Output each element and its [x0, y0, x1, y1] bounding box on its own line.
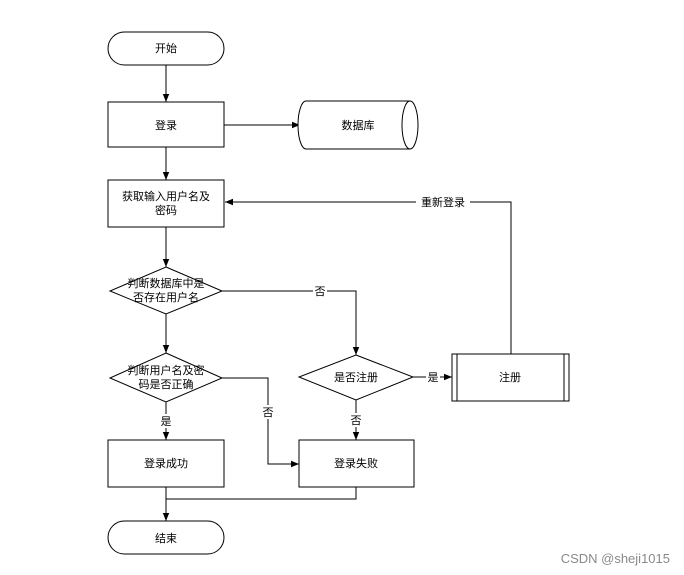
edge-fail-end: [166, 487, 357, 500]
login-box: [107, 101, 225, 148]
watermark: CSDN @sheji1015: [560, 551, 670, 566]
edge-label-relogin: 重新登录: [421, 195, 465, 209]
fail-box: [298, 439, 415, 488]
get-input-box: [107, 179, 225, 228]
edge-label-reg-yes: 是: [428, 371, 439, 384]
edge-label-pwd-yes: 是: [161, 415, 172, 428]
edge-label-bg-reg-no: [349, 413, 363, 427]
fail-label: 登录失败: [334, 456, 378, 470]
edge-label-bg-pwd-no: [261, 405, 275, 419]
register-box: [451, 353, 570, 402]
database-cylinder-edge: [401, 100, 411, 150]
login-label: 登录: [155, 118, 177, 132]
register-label: 注册: [499, 370, 521, 384]
check-user-diamond: [108, 266, 224, 315]
edge-label-bg-reg-yes: [426, 370, 440, 384]
edge-label-user-no: 否: [315, 285, 326, 298]
database-label: 数据库: [342, 118, 375, 132]
edge-checkuser-no: [222, 290, 360, 355]
edge-label-pwd-no: 否: [263, 406, 274, 419]
start-label: 开始: [155, 41, 177, 55]
edge-label-bg-relogin: [416, 195, 470, 209]
check-password-label-line2: 码是否正确: [139, 378, 194, 391]
get-input-label-line2: 密码: [155, 203, 177, 217]
success-box: [107, 439, 225, 488]
edge-register-relogin: [225, 198, 512, 354]
start-terminator: [107, 31, 225, 66]
success-label: 登录成功: [144, 456, 188, 470]
check-password-label-line1: 判断用户名及密: [128, 363, 205, 377]
check-registered-label: 是否注册: [334, 370, 378, 384]
get-input-label-line1: 获取输入用户名及: [122, 189, 210, 203]
edge-checkpwd-no: [222, 377, 299, 468]
check-user-label-line2: 否存在用户名: [133, 290, 199, 304]
edge-label-bg-pwd-yes: [159, 414, 173, 428]
check-registered-diamond: [297, 354, 415, 401]
edge-label-reg-no: 否: [351, 414, 362, 427]
end-terminator: [107, 520, 225, 555]
check-password-diamond: [108, 352, 224, 403]
check-user-label-line1: 判断数据库中是: [128, 276, 205, 290]
end-label: 结束: [155, 532, 177, 545]
edge-label-bg-user-no: [313, 284, 327, 298]
